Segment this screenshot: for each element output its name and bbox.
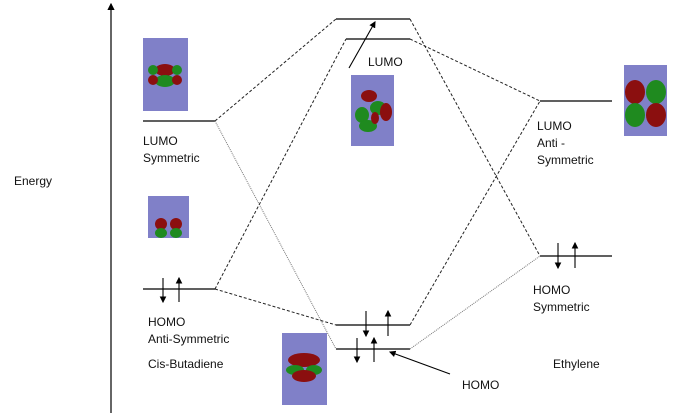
correlation-line (409, 38, 541, 102)
correlation-line (214, 288, 337, 326)
product-homo-orbital-image (282, 333, 327, 405)
product-lumo-label: LUMO (368, 55, 403, 69)
butadiene-lumo-orbital-image (143, 38, 188, 111)
ethylene-name: Ethylene (553, 357, 600, 371)
product-homo-label: HOMO (462, 378, 499, 392)
ethylene-lumo-symmetry-1: Anti - (537, 136, 565, 150)
correlation-line (409, 100, 541, 326)
product-lumo-orbital-image (351, 75, 394, 146)
butadiene-homo-label: HOMO (148, 315, 185, 329)
ethylene-lumo-orbital-image (624, 65, 667, 136)
butadiene-lumo-label: LUMO (143, 134, 178, 148)
ethylene-homo-symmetry: Symmetric (533, 300, 590, 314)
butadiene-lumo-symmetry: Symmetric (143, 151, 200, 165)
ethylene-lumo-symmetry-2: Symmetric (537, 153, 594, 167)
correlation-line (409, 255, 541, 350)
butadiene-homo-symmetry: Anti-Symmetric (148, 332, 229, 346)
correlation-line (214, 18, 337, 122)
homo-pointer-arrow (388, 350, 451, 375)
energy-axis-label: Energy (14, 174, 52, 188)
butadiene-homo-orbital-image (148, 196, 189, 238)
correlation-line (214, 38, 347, 290)
butadiene-name: Cis-Butadiene (148, 357, 224, 371)
ethylene-homo-label: HOMO (533, 283, 570, 297)
lumo-pointer-arrow (348, 21, 376, 69)
correlation-line (409, 18, 541, 257)
correlation-line (214, 120, 337, 350)
ethylene-lumo-label: LUMO (537, 119, 572, 133)
